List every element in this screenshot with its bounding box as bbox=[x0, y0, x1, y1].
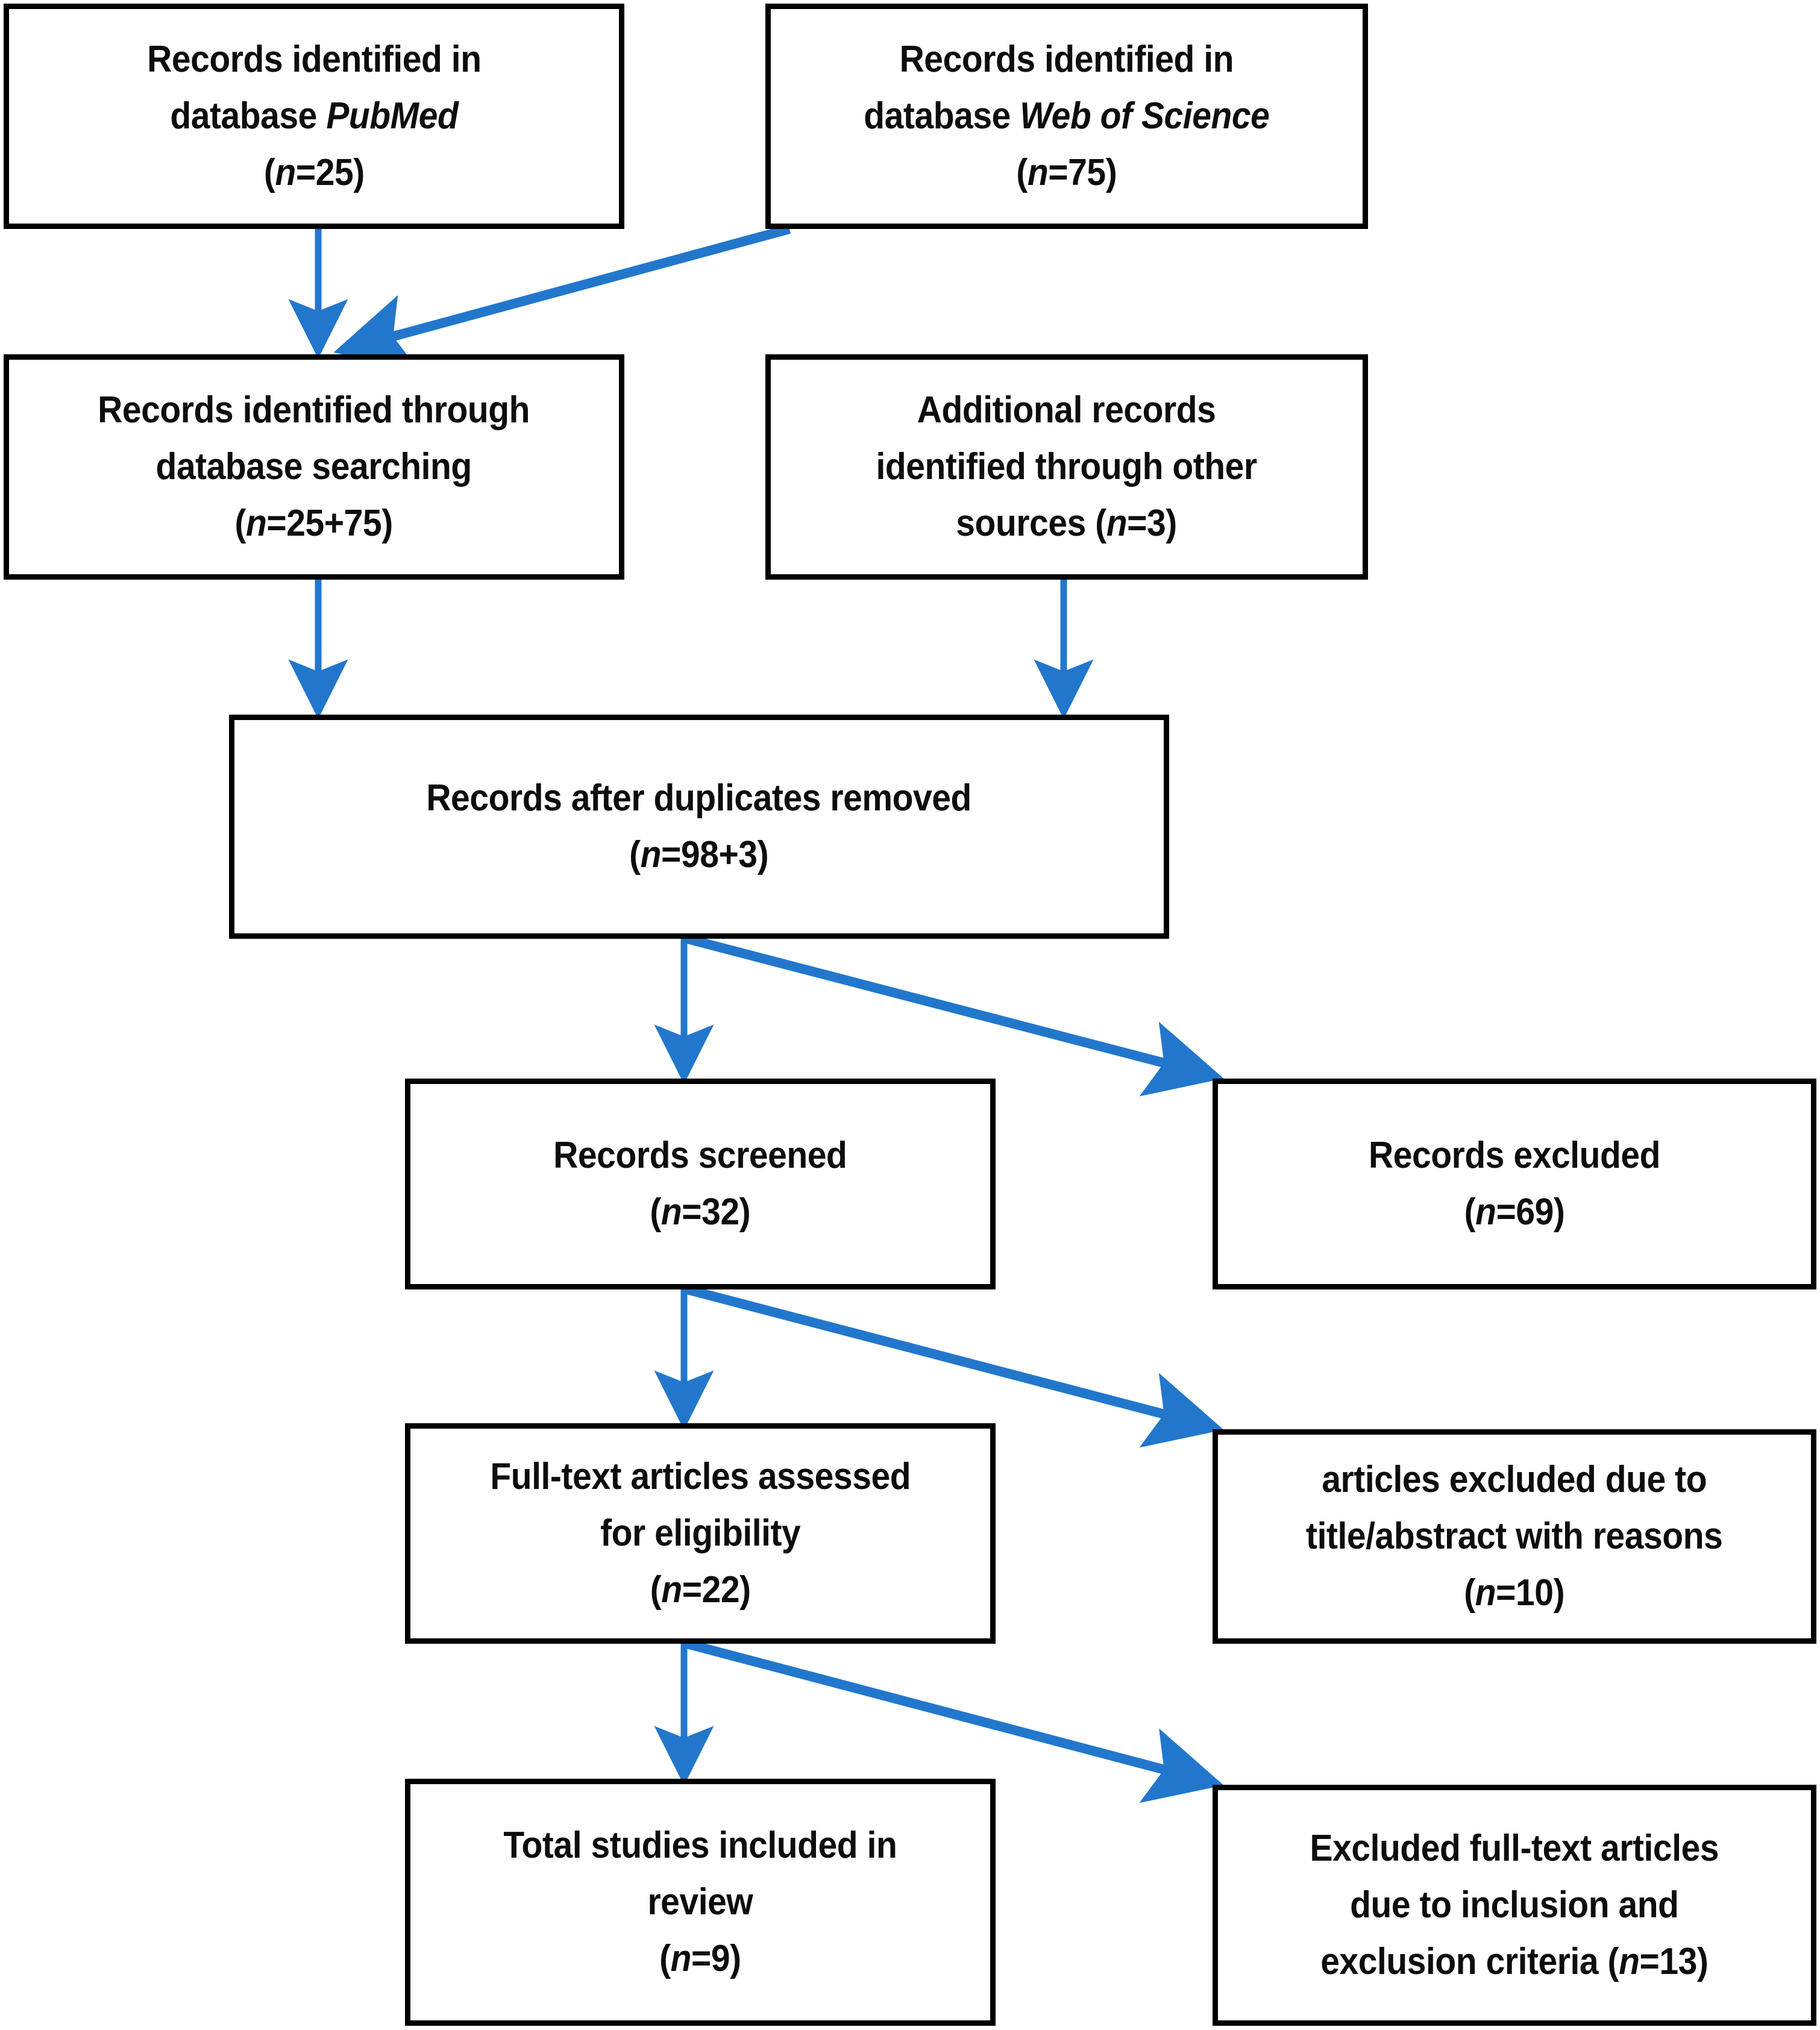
edge-wos-to-db-search bbox=[333, 224, 791, 370]
n-label: n bbox=[641, 834, 662, 876]
n-value: 13 bbox=[1659, 1941, 1698, 1983]
node-records-excluded: Records excluded (n=69) bbox=[1213, 1079, 1816, 1289]
node-text: Records identified in database Web of Sc… bbox=[864, 38, 1270, 194]
node-text: Records excluded (n=69) bbox=[1368, 1134, 1661, 1233]
node-total-studies-included: Total studies included in review (n=9) bbox=[405, 1779, 996, 2026]
node-text: Records screened (n=32) bbox=[553, 1134, 847, 1233]
node-text: articles excluded due to title/abstract … bbox=[1306, 1458, 1723, 1614]
node-line-2-prefix: database bbox=[864, 95, 1020, 137]
n-value: 98+3 bbox=[681, 834, 758, 876]
n-label: n bbox=[246, 503, 267, 545]
n-value: 25 bbox=[315, 152, 353, 194]
node-records-screened: Records screened (n=32) bbox=[405, 1079, 996, 1289]
node-line-1: articles excluded due to bbox=[1322, 1458, 1707, 1500]
node-additional-records-other-sources: Additional records identified through ot… bbox=[765, 354, 1368, 580]
node-records-identified-web-of-science: Records identified in database Web of Sc… bbox=[765, 4, 1368, 229]
node-articles-excluded-title-abstract: articles excluded due to title/abstract … bbox=[1213, 1429, 1816, 1644]
n-value: 22 bbox=[701, 1569, 739, 1611]
node-line-1: Additional records bbox=[917, 389, 1216, 431]
node-line-2: identified through other bbox=[876, 445, 1258, 487]
node-records-after-duplicates-removed: Records after duplicates removed (n=98+3… bbox=[229, 715, 1169, 939]
node-text: Excluded full-text articles due to inclu… bbox=[1310, 1827, 1719, 1983]
n-label: n bbox=[1028, 152, 1049, 194]
node-line-1: Records identified in bbox=[899, 38, 1234, 80]
n-value: 69 bbox=[1516, 1191, 1554, 1233]
edge-dedup-to-excluded bbox=[685, 934, 1224, 1097]
node-line-1: Records excluded bbox=[1368, 1134, 1661, 1176]
node-excluded-full-text-articles: Excluded full-text articles due to inclu… bbox=[1213, 1785, 1816, 2026]
n-value: 75 bbox=[1068, 152, 1106, 194]
n-value: 9 bbox=[711, 1938, 730, 1980]
node-text: Records after duplicates removed (n=98+3… bbox=[426, 777, 972, 876]
node-line-1: Records screened bbox=[553, 1134, 847, 1176]
node-line-2: title/abstract with reasons bbox=[1306, 1515, 1723, 1557]
edge-screened-to-title-excluded bbox=[685, 1285, 1224, 1448]
n-label: n bbox=[670, 1938, 692, 1980]
node-text: Full-text articles assessed for eligibil… bbox=[490, 1455, 911, 1611]
node-line-2-italic: Web of Science bbox=[1020, 95, 1270, 137]
n-label: n bbox=[1475, 1191, 1496, 1233]
node-line-1: Records identified through bbox=[98, 389, 530, 431]
n-label: n bbox=[275, 152, 296, 194]
n-label: n bbox=[661, 1191, 682, 1233]
node-text: Records identified in database PubMed (n… bbox=[146, 38, 482, 194]
node-line-2: database searching bbox=[155, 445, 472, 487]
n-label: n bbox=[1106, 503, 1128, 545]
node-line-2: for eligibility bbox=[600, 1512, 801, 1554]
node-text: Additional records identified through ot… bbox=[876, 389, 1258, 545]
n-label: n bbox=[1619, 1941, 1640, 1983]
node-text: Total studies included in review (n=9) bbox=[503, 1824, 897, 1980]
n-value: 32 bbox=[701, 1191, 739, 1233]
edge-fulltext-to-fulltext-excluded bbox=[685, 1639, 1224, 1803]
n-label: n bbox=[1475, 1572, 1496, 1614]
n-value: 25+75 bbox=[286, 503, 382, 545]
node-line-1: Records identified in bbox=[146, 38, 482, 80]
node-records-identified-pubmed: Records identified in database PubMed (n… bbox=[4, 4, 624, 229]
node-full-text-articles-assessed: Full-text articles assessed for eligibil… bbox=[405, 1423, 996, 1644]
node-line-1: Total studies included in bbox=[503, 1824, 897, 1866]
node-line-2-prefix: database bbox=[169, 95, 326, 137]
node-line-1: Excluded full-text articles bbox=[1310, 1827, 1719, 1869]
node-line-2-italic: PubMed bbox=[325, 95, 459, 137]
n-value: 3 bbox=[1147, 503, 1166, 545]
n-value: 10 bbox=[1516, 1572, 1554, 1614]
node-text: Records identified through database sear… bbox=[98, 389, 530, 545]
node-line-2: due to inclusion and bbox=[1350, 1884, 1679, 1926]
node-line-1: Full-text articles assessed bbox=[490, 1455, 911, 1497]
node-line-2: review bbox=[647, 1881, 753, 1923]
node-records-identified-database-searching: Records identified through database sear… bbox=[4, 354, 624, 580]
node-line-1: Records after duplicates removed bbox=[426, 777, 972, 819]
n-label: n bbox=[661, 1569, 682, 1611]
